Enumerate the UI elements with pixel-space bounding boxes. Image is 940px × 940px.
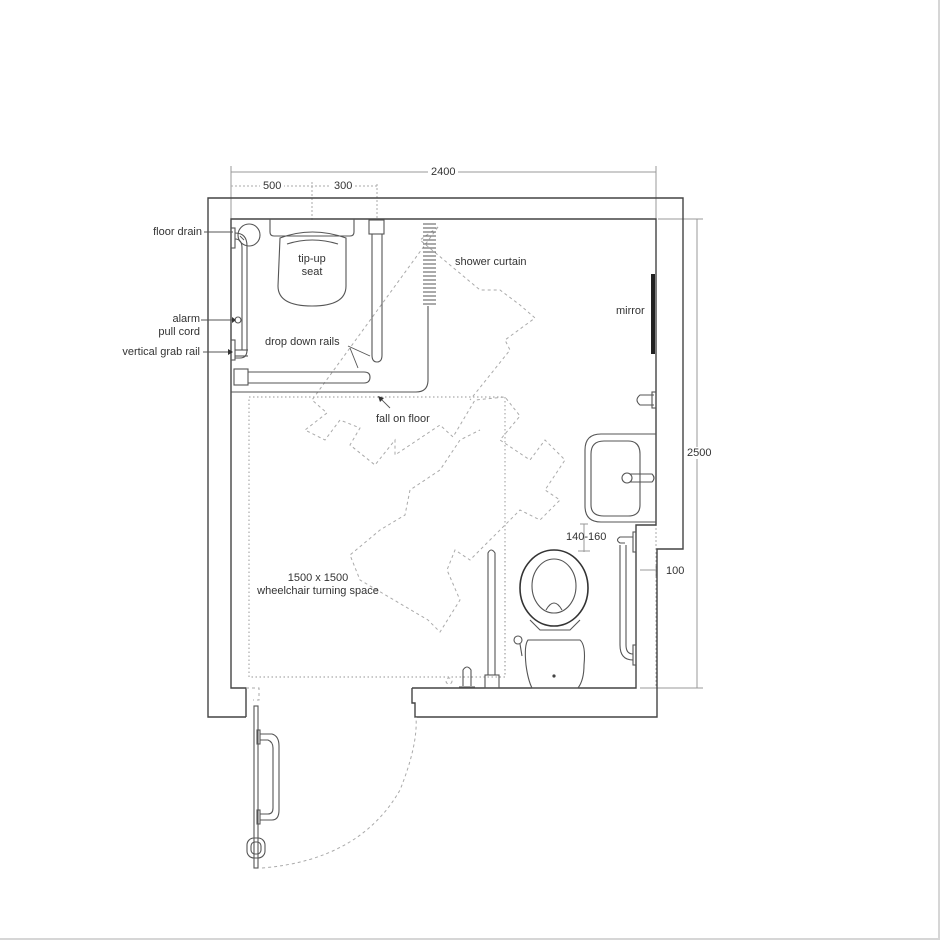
dimension-label-300: 300: [331, 180, 356, 192]
shower-curtain: [231, 223, 436, 393]
wheelchair-outline: [304, 226, 566, 633]
floor-tap: [445, 666, 475, 688]
mirror: [651, 274, 655, 354]
label-wheelchair-turning-space: 1500 x 1500 wheelchair turning space: [248, 572, 388, 598]
dimension-label-140-160: 140-160: [566, 531, 607, 543]
label-tip-up-line1: tip-up: [298, 253, 326, 265]
label-shower-curtain: shower curtain: [455, 256, 527, 268]
label-alarm-pull-cord: alarm pull cord: [130, 313, 200, 339]
dimension-label-500: 500: [260, 180, 285, 192]
toilet-grab-rail: [616, 531, 637, 666]
door: [246, 705, 417, 869]
towel-hook: [636, 391, 657, 409]
vertical-grab-rail: [230, 227, 248, 361]
door-jamb: [246, 687, 260, 701]
label-mirror: mirror: [616, 305, 645, 317]
dimension-label-2400: 2400: [428, 166, 459, 178]
label-alarm-line1: alarm: [172, 313, 200, 325]
label-vertical-grab-rail: vertical grab rail: [122, 346, 200, 358]
label-drop-down-rails: drop down rails: [265, 336, 340, 348]
label-turning-line2: wheelchair turning space: [257, 585, 379, 597]
wheelchair-turning-space: [248, 396, 506, 678]
dimension-label-2500: 2500: [684, 447, 715, 459]
drop-down-rail-horizontal: [233, 368, 371, 386]
drop-down-rail-vertical: [368, 219, 385, 363]
leader-lines: [201, 231, 391, 409]
tip-up-seat: [269, 219, 355, 307]
label-floor-drain: floor drain: [153, 226, 202, 238]
label-tip-up-line2: seat: [301, 266, 323, 278]
label-tip-up-seat: tip-up seat: [290, 253, 334, 279]
dimension-140-160: [578, 523, 590, 552]
dimension-label-100: 100: [666, 565, 685, 577]
label-fall-on-floor: fall on floor: [376, 413, 430, 425]
label-turning-line1: 1500 x 1500: [287, 572, 349, 584]
label-alarm-line2: pull cord: [158, 326, 200, 338]
floor-drain: [237, 223, 261, 247]
walls: [207, 197, 684, 718]
dimension-500-300: [231, 182, 378, 220]
wash-basin: [584, 433, 656, 523]
toilet: [513, 549, 589, 689]
dimension-100: [640, 520, 657, 688]
vertical-rail-toilet: [484, 549, 500, 689]
